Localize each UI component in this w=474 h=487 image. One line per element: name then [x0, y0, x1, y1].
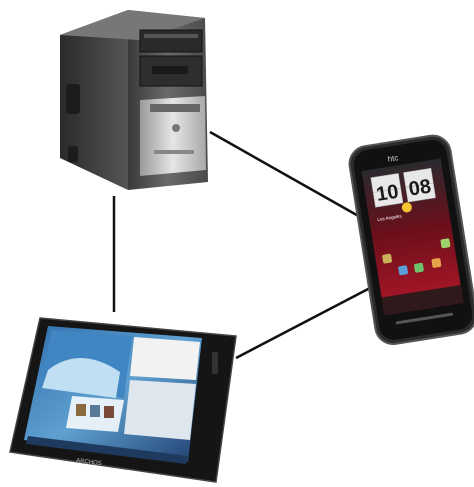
app-icon — [382, 253, 392, 264]
tablet-brand: ARCHOS — [76, 458, 102, 467]
tablet-icon: ARCHOS — [9, 317, 237, 483]
connection-tablet-phone — [235, 286, 371, 360]
desktop-tower-icon — [60, 10, 208, 190]
app-icon — [431, 258, 442, 268]
connection-desktop-phone — [209, 130, 363, 220]
weather-sun-icon — [401, 202, 412, 213]
connections — [112, 130, 371, 360]
app-icon — [414, 262, 424, 273]
tablet-side-button — [212, 352, 218, 374]
phone-clock-hour: 10 — [375, 181, 400, 206]
app-icon — [398, 265, 408, 276]
phone-clock-minute: 08 — [407, 176, 432, 201]
phone-city: Los Angeles — [377, 213, 403, 222]
smartphone-icon: htc 10 08 Los Angeles — [348, 134, 474, 345]
app-icon — [440, 238, 451, 249]
phone-brand: htc — [387, 153, 399, 164]
